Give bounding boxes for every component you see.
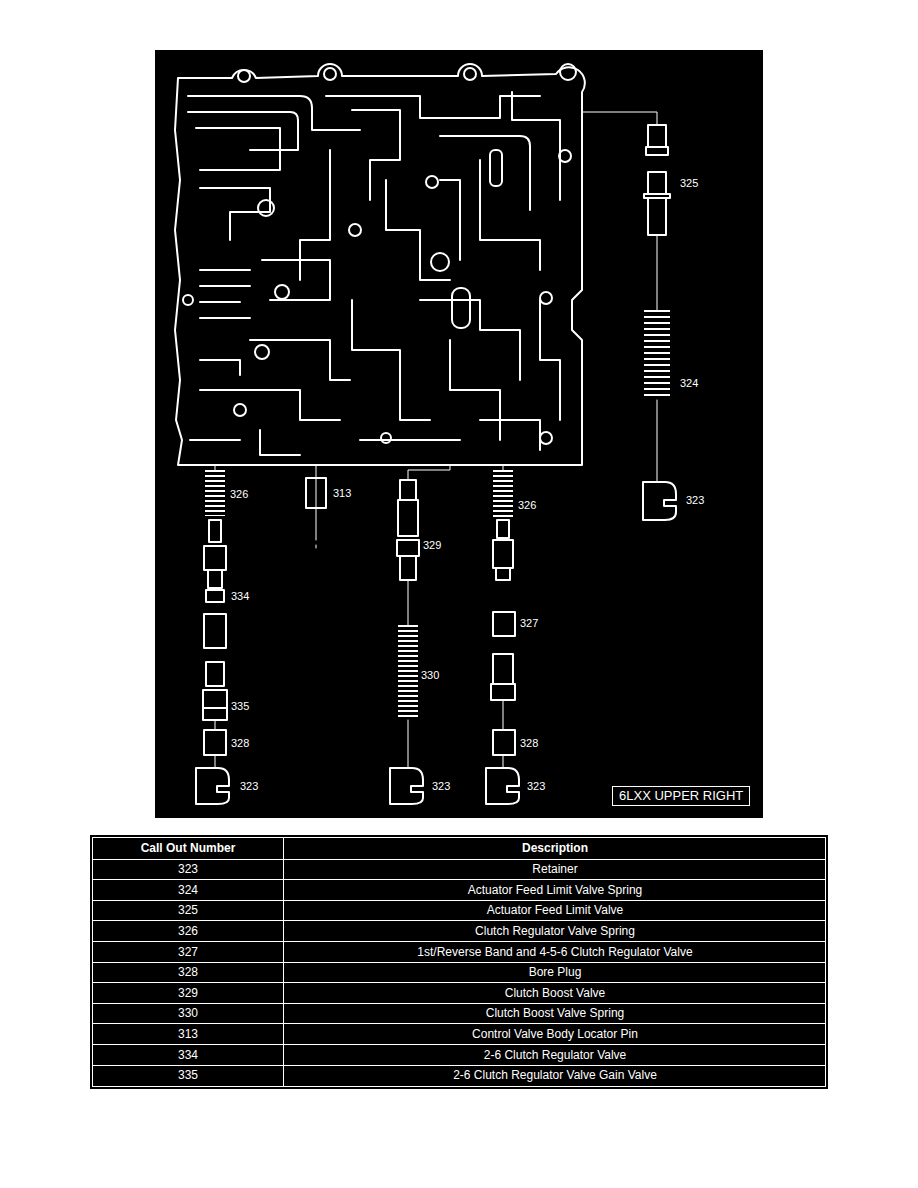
table-rule (93, 941, 826, 942)
table-cell: 334 (93, 1044, 283, 1065)
view-label-box: 6LXX UPPER RIGHT (612, 786, 750, 806)
callout-number: 323 (527, 779, 545, 793)
table-rule (93, 920, 826, 921)
callout-number: 323 (432, 779, 450, 793)
table-cell: 328 (93, 962, 283, 983)
table-rule (93, 1044, 826, 1045)
table-cell: Clutch Boost Valve (284, 983, 826, 1004)
callout-number: 313 (333, 486, 351, 500)
table-rule (93, 982, 826, 983)
callout-number: 326 (230, 487, 248, 501)
table-cell: 2-6 Clutch Regulator Valve (284, 1044, 826, 1065)
table-cell: 325 (93, 900, 283, 921)
callout-number: 335 (231, 699, 249, 713)
table-rule (93, 1003, 826, 1004)
table-cell: 323 (93, 859, 283, 880)
table-cell: 330 (93, 1003, 283, 1024)
callout-number: 334 (231, 589, 249, 603)
table-cell: Clutch Regulator Valve Spring (284, 921, 826, 942)
view-label: 6LXX UPPER RIGHT (619, 788, 743, 803)
table-cell: 1st/Reverse Band and 4-5-6 Clutch Regula… (284, 941, 826, 962)
callout-number: 325 (680, 176, 698, 190)
table-cell: 313 (93, 1024, 283, 1045)
callout-number: 328 (231, 736, 249, 750)
table-rule (93, 879, 826, 880)
table-cell: 327 (93, 941, 283, 962)
callout-number: 323 (240, 779, 258, 793)
table-cell: Bore Plug (284, 962, 826, 983)
table-cell: Clutch Boost Valve Spring (284, 1003, 826, 1024)
callout-number: 328 (520, 736, 538, 750)
table-cell: 326 (93, 921, 283, 942)
table-cell: Retainer (284, 859, 826, 880)
table-cell: 335 (93, 1065, 283, 1086)
callout-number: 323 (686, 493, 704, 507)
table-header: Call Out Number (93, 838, 283, 858)
table-rule (93, 859, 826, 860)
callout-number: 324 (680, 376, 698, 390)
table-cell: 329 (93, 983, 283, 1004)
table-cell: Control Valve Body Locator Pin (284, 1024, 826, 1045)
table-rule (93, 1065, 826, 1066)
table-rule (93, 1023, 826, 1024)
callout-number: 326 (518, 498, 536, 512)
table-cell: 324 (93, 880, 283, 901)
callout-number: 329 (423, 538, 441, 552)
callout-number: 327 (520, 616, 538, 630)
table-rule (93, 962, 826, 963)
table-header: Description (284, 838, 826, 858)
callout-number: 330 (421, 668, 439, 682)
table-cell: Actuator Feed Limit Valve (284, 900, 826, 921)
table-rule (93, 900, 826, 901)
table-cell: Actuator Feed Limit Valve Spring (284, 880, 826, 901)
table-cell: 2-6 Clutch Regulator Valve Gain Valve (284, 1065, 826, 1086)
